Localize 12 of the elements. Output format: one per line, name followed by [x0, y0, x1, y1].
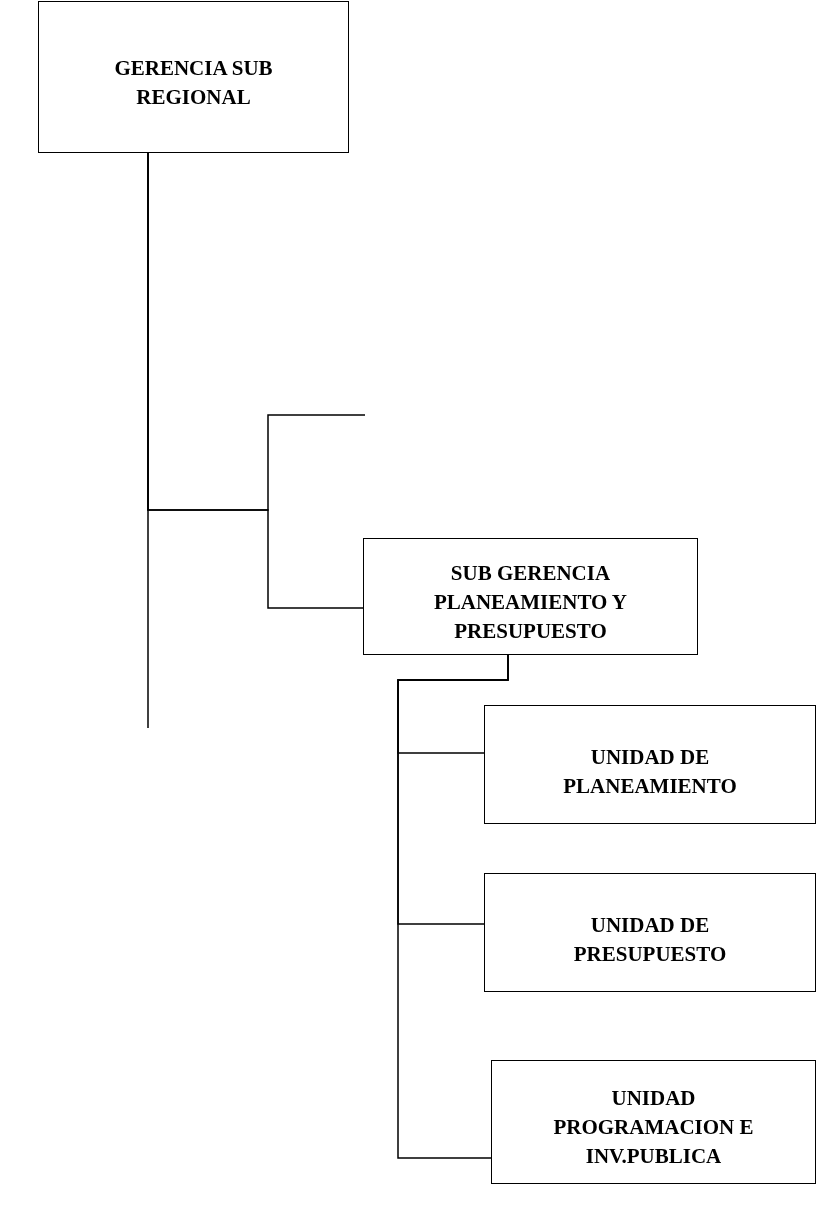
connector-line: [147, 152, 366, 511]
org-unit-box: [484, 873, 816, 992]
org-unit-box: [484, 705, 816, 824]
unit-title: SUB GERENCIA PLANEAMIENTO Y PRESUPUESTO: [432, 560, 629, 645]
unit-title: UNIDAD PROGRAMACION E INV.PUBLICA: [552, 1084, 755, 1170]
org-unit-box: [363, 538, 698, 655]
org-unit-box: [38, 1, 349, 153]
unit-title: UNIDAD DE PLANEAMIENTO: [562, 743, 738, 800]
unit-title: GERENCIA SUB REGIONAL: [113, 55, 274, 111]
unit-title: UNIDAD DE PRESUPUESTO: [572, 911, 728, 968]
org-unit-box: [491, 1060, 816, 1184]
connector-line: [397, 654, 509, 1159]
